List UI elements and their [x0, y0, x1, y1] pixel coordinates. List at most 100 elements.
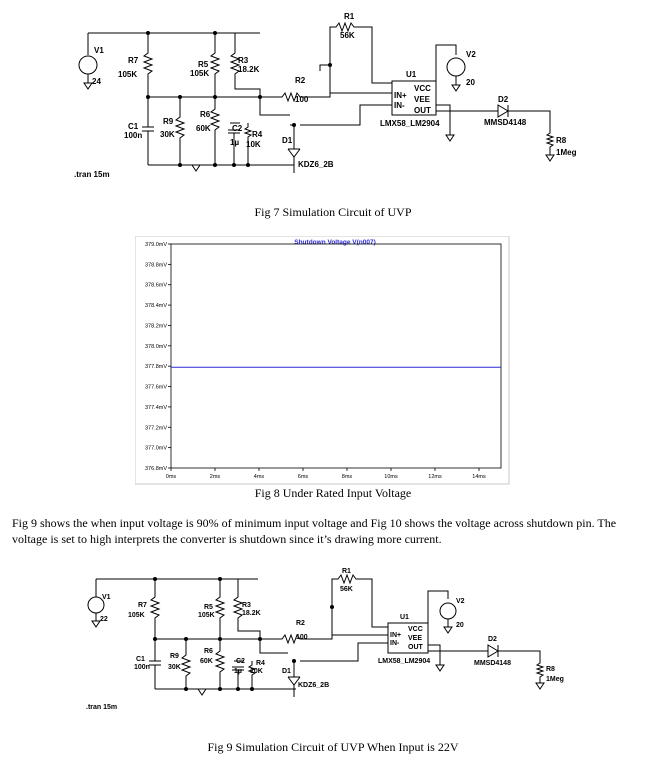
d1-value: KDZ6_2B: [298, 160, 334, 169]
r8-value: 1Meg: [546, 676, 564, 683]
r2-ref: R2: [295, 76, 306, 85]
y-tick-label: 376.8mV: [145, 466, 167, 472]
v2-value: 20: [456, 622, 464, 629]
r5-value: 105K: [190, 69, 209, 78]
u1-pin-in-plus: IN+: [394, 91, 407, 100]
r3-ref: R3: [238, 56, 249, 65]
c1-ref: C1: [136, 656, 145, 663]
r8-ref: R8: [556, 136, 567, 145]
v1-value: 24: [92, 77, 101, 86]
y-tick-label: 378.2mV: [145, 323, 167, 329]
v2-ref: V2: [456, 598, 465, 605]
y-tick-label: 379.0mV: [145, 242, 167, 248]
v2-value: 20: [466, 78, 475, 87]
x-tick-label: 2ms: [210, 474, 221, 480]
y-tick-label: 378.6mV: [145, 283, 167, 289]
r2-ref: R2: [296, 620, 305, 627]
y-tick-label: 377.4mV: [145, 405, 167, 411]
y-tick-label: 378.4mV: [145, 303, 167, 309]
u1-ref: U1: [406, 70, 417, 79]
r5-ref: R5: [198, 60, 209, 69]
fig8-caption: Fig 8 Under Rated Input Voltage: [254, 486, 412, 500]
r5-value: 105K: [198, 612, 215, 619]
u1-pin-in-minus: IN-: [390, 640, 400, 647]
x-tick-label: 6ms: [298, 474, 309, 480]
r1-value: 56K: [340, 31, 355, 40]
r6-ref: R6: [200, 110, 211, 119]
d2-value: MMSD4148: [484, 118, 527, 127]
c2-value: 1µ: [230, 138, 239, 147]
plot-frame: [135, 236, 510, 485]
x-tick-label: 0ms: [166, 474, 177, 480]
y-axis: 379.0mV 378.8mV 378.6mV 378.4mV 378.2mV 378.0…: [145, 242, 171, 472]
v1-value: 22: [100, 616, 108, 623]
r3-ref: R3: [242, 602, 251, 609]
r4-value: 10K: [246, 140, 261, 149]
fig9-schematic: V1 22 R7 105K R5 105K R3 18.2K R2 100 R1…: [86, 568, 564, 711]
y-tick-label: 377.8mV: [145, 364, 167, 370]
u1-pin-vee: VEE: [414, 95, 431, 104]
d1-ref: D1: [282, 136, 293, 145]
c2-ref: C2: [232, 124, 243, 133]
r9-value: 30K: [160, 130, 175, 139]
r6-value: 60K: [196, 124, 211, 133]
r9-ref: R9: [170, 653, 179, 660]
r7-ref: R7: [138, 602, 147, 609]
d2-ref: D2: [498, 95, 509, 104]
plot-area: [170, 243, 502, 469]
y-tick-label: 377.6mV: [145, 385, 167, 391]
r1-ref: R1: [344, 12, 355, 21]
x-tick-label: 8ms: [342, 474, 353, 480]
r9-ref: R9: [163, 117, 174, 126]
fig9-caption: Fig 9 Simulation Circuit of UVP When Inp…: [207, 740, 459, 754]
c2-ref: C2: [236, 658, 245, 665]
y-tick-label: 378.0mV: [145, 344, 167, 350]
r8-value: 1Meg: [556, 148, 577, 157]
x-tick-label: 14ms: [472, 474, 486, 480]
fig7-caption: Fig 7 Simulation Circuit of UVP: [254, 205, 412, 219]
u1-pin-vee: VEE: [408, 635, 422, 642]
r7-ref: R7: [128, 56, 139, 65]
r7-value: 105K: [128, 612, 145, 619]
r1-value: 56K: [340, 586, 353, 593]
y-tick-label: 377.2mV: [145, 425, 167, 431]
v2-ref: V2: [466, 50, 476, 59]
r9-value: 30K: [168, 664, 181, 671]
tran-directive: .tran 15m: [86, 704, 117, 711]
u1-value: LMX58_LM2904: [380, 119, 440, 128]
fig7-schematic: V1 24 R7 105K R5 105K R3 18.2K R2 100 R1…: [74, 12, 577, 179]
y-tick-label: 378.8mV: [145, 262, 167, 268]
v1-ref: V1: [94, 46, 104, 55]
c1-ref: C1: [128, 122, 139, 131]
c2-value: 1µ: [234, 668, 242, 675]
x-tick-label: 12ms: [428, 474, 442, 480]
u1-pin-out: OUT: [408, 644, 424, 651]
y-tick-label: 377.0mV: [145, 446, 167, 452]
x-tick-label: 4ms: [254, 474, 265, 480]
r2-value: 100: [295, 95, 309, 104]
r5-ref: R5: [204, 604, 213, 611]
r8-ref: R8: [546, 666, 555, 673]
r3-value: 18.2K: [242, 610, 261, 617]
r3-value: 18.2K: [238, 65, 260, 74]
u1-pin-vcc: VCC: [408, 626, 423, 633]
r1-ref: R1: [342, 568, 351, 575]
r6-value: 60K: [200, 658, 213, 665]
r2-value: 100: [296, 634, 308, 641]
d1-value: KDZ6_2B: [298, 682, 329, 689]
u1-value: LMX58_LM2904: [378, 658, 430, 665]
r7-value: 105K: [118, 70, 137, 79]
u1-pin-out: OUT: [414, 106, 431, 115]
c1-value: 100n: [124, 131, 142, 140]
d1-ref: D1: [282, 668, 291, 675]
r4-ref: R4: [256, 660, 265, 667]
tran-directive: .tran 15m: [74, 170, 110, 179]
d2-ref: D2: [488, 636, 497, 643]
c1-value: 100n: [134, 664, 150, 671]
u1-ref: U1: [400, 614, 409, 621]
r6-ref: R6: [204, 648, 213, 655]
fig8-chart: Shutdown Voltage V(n007) 379.0mV378.8mV3…: [135, 236, 510, 485]
chart-title: Shutdown Voltage V(n007): [294, 239, 376, 246]
u1-pin-in-plus: IN+: [390, 632, 401, 639]
